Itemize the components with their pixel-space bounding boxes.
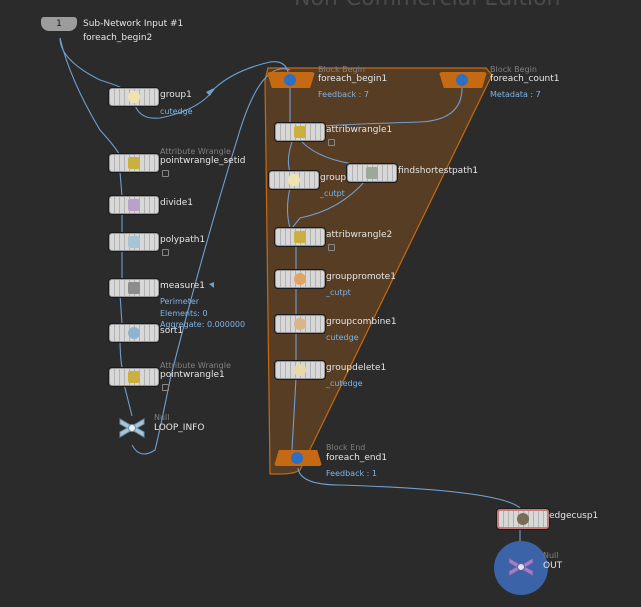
group-icon — [288, 174, 300, 186]
findshortestpath1-node[interactable] — [347, 164, 397, 182]
wire — [59, 37, 126, 91]
group2-node[interactable] — [269, 171, 319, 189]
subnet-input-node[interactable]: 1 — [41, 17, 77, 31]
node-label: attribwrangle1 — [326, 125, 393, 135]
polypath1-node[interactable] — [109, 233, 159, 251]
polypath-icon — [128, 236, 140, 248]
divide1-node[interactable] — [109, 196, 159, 214]
sort1-node[interactable] — [109, 324, 159, 342]
node-label: foreach_count1 — [490, 74, 560, 84]
node-type: Attribute Wrangle — [160, 361, 231, 370]
node-sub: Aggregate: 0.000000 — [160, 320, 246, 329]
foreach-begin1-node[interactable] — [267, 72, 315, 88]
lock-icon — [328, 244, 335, 251]
out-null-node[interactable] — [506, 555, 536, 579]
pointwrangle-setid-node[interactable] — [109, 154, 159, 172]
measure-icon — [128, 282, 140, 294]
lock-icon — [162, 384, 169, 391]
group-promote-icon — [294, 273, 306, 285]
node-label: groupcombine1 — [326, 317, 397, 327]
node-label: pointwrangle_setid — [160, 156, 246, 166]
node-sub: _cutpt — [320, 189, 345, 198]
node-type: Attribute Wrangle — [160, 147, 231, 156]
node-label: OUT — [543, 561, 563, 571]
wrangle-icon — [128, 157, 140, 169]
attribwrangle1-node[interactable] — [275, 123, 325, 141]
node-type: Block Begin — [490, 65, 537, 74]
loop-info-null-node[interactable] — [117, 416, 147, 440]
node-type: Block End — [326, 443, 366, 452]
node-sub: _cutedge — [326, 379, 363, 388]
wrangle-icon — [294, 126, 306, 138]
node-label: edgecusp1 — [549, 511, 599, 521]
node-sub: Elements: 0 — [160, 309, 208, 318]
lock-icon — [162, 170, 169, 177]
lock-icon — [162, 249, 169, 256]
node-label: divide1 — [160, 198, 194, 208]
measure1-node[interactable] — [109, 279, 159, 297]
edgecusp1-node[interactable] — [497, 509, 549, 529]
subnet-input-name: foreach_begin2 — [83, 33, 153, 43]
node-sub: Metadata : 7 — [490, 90, 541, 99]
edgecusp-icon — [517, 513, 529, 525]
subnet-input-type: Sub-Network Input #1 — [83, 19, 184, 29]
node-label: polypath1 — [160, 235, 206, 245]
node-label: measure1 — [160, 281, 205, 291]
node-sub: Perimeter — [160, 297, 200, 306]
node-label: findshortestpath1 — [398, 166, 479, 176]
node-sub: _cutpt — [326, 288, 351, 297]
grouppromote1-node[interactable] — [275, 270, 325, 288]
node-label: foreach_begin1 — [318, 74, 388, 84]
node-label: sort1 — [160, 326, 184, 336]
lock-icon — [328, 139, 335, 146]
node-label: group2 — [320, 173, 352, 183]
groupdelete1-node[interactable] — [275, 361, 325, 379]
node-label: LOOP_INFO — [154, 423, 205, 433]
node-type: Block Begin — [318, 65, 365, 74]
node-sub: Feedback : 7 — [318, 90, 369, 99]
wire — [134, 61, 289, 119]
foreach-count1-node[interactable] — [439, 72, 487, 88]
group1-node[interactable] — [109, 88, 159, 106]
node-sub: cutedge — [160, 107, 193, 116]
block-end-icon — [291, 452, 303, 464]
node-label: foreach_end1 — [326, 453, 388, 463]
path-icon — [366, 167, 378, 179]
group-delete-icon — [294, 364, 306, 376]
wrangle-icon — [294, 231, 306, 243]
node-label: pointwrangle1 — [160, 370, 225, 380]
groupcombine1-node[interactable] — [275, 315, 325, 333]
node-sub: cutedge — [326, 333, 359, 342]
block-begin-icon — [284, 74, 296, 86]
divide-icon — [128, 199, 140, 211]
node-type: Null — [154, 413, 170, 422]
block-begin-icon — [456, 74, 468, 86]
node-label: groupdelete1 — [326, 363, 387, 373]
node-sub: Feedback : 1 — [326, 469, 377, 478]
node-label: group1 — [160, 90, 192, 100]
group-combine-icon — [294, 318, 306, 330]
node-label: attribwrangle2 — [326, 230, 393, 240]
watermark: Non-Commercial Edition — [294, 0, 561, 11]
wire — [59, 37, 121, 157]
pointwrangle1-node[interactable] — [109, 368, 159, 386]
wrangle-icon — [128, 371, 140, 383]
attribwrangle2-node[interactable] — [275, 228, 325, 246]
node-label: grouppromote1 — [326, 272, 396, 282]
node-type: Null — [543, 551, 559, 560]
foreach-end1-node[interactable] — [274, 450, 322, 466]
sort-icon — [128, 327, 140, 339]
group-icon — [128, 91, 140, 103]
